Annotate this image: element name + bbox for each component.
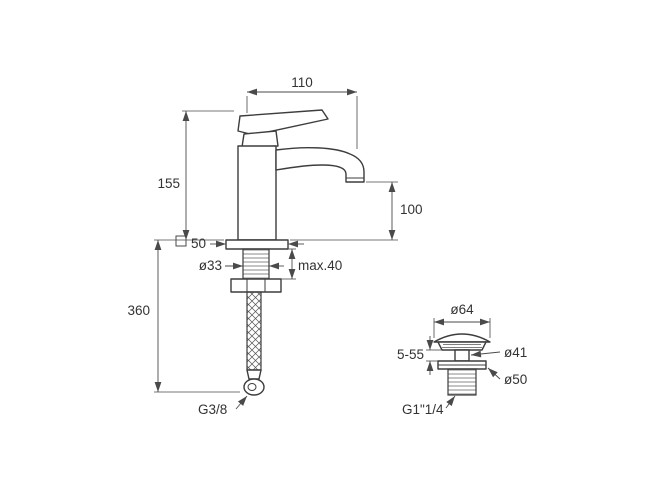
dim-label-flange-diameter: ø50 [504, 372, 527, 387]
dim-label-max-deck-thickness: max.40 [298, 258, 342, 273]
dim-waste-thread: G1"1/4 [402, 395, 456, 417]
dim-hose-length: 360 [127, 240, 240, 393]
mounting-nut [230, 278, 282, 293]
dim-label-shank-diameter: ø33 [199, 258, 222, 273]
dim-cap-diameter: ø64 [433, 302, 491, 338]
dim-label-body-height: 155 [157, 176, 180, 191]
base-plate [225, 239, 289, 250]
dim-height-adjust: 5-55 [397, 336, 442, 375]
square-symbol [175, 235, 187, 247]
dim-label-cap-diameter: ø64 [450, 302, 474, 317]
dim-label-height-adjust: 5-55 [397, 347, 424, 362]
drain-stem [454, 349, 470, 362]
dim-body-height: 155 [154, 110, 234, 241]
drain-threaded-tail [447, 368, 477, 396]
faucet-spout [275, 147, 365, 183]
faucet-neck [241, 130, 279, 148]
dim-shank-diameter: ø33 [199, 258, 284, 273]
drain-drawing [433, 333, 491, 396]
dim-aerator-height: 100 [290, 181, 423, 241]
faucet-body [237, 145, 277, 241]
dim-label-hose-length: 360 [127, 303, 150, 318]
faucet-lever [237, 109, 329, 136]
hose-end-cone [246, 369, 262, 380]
dim-label-waste-thread: G1"1/4 [402, 402, 444, 417]
dim-spout-reach: 110 [246, 75, 358, 149]
supply-hose [246, 291, 262, 371]
dim-label-upper-diameter: ø41 [504, 345, 527, 360]
dim-label-spout-reach: 110 [291, 75, 313, 90]
dim-supply-thread: G3/8 [198, 395, 248, 417]
dim-flange-diameter: ø50 [487, 367, 527, 387]
drain-cap-rim [437, 341, 487, 351]
dim-upper-diameter: ø41 [470, 345, 527, 360]
faucet-drawing [225, 109, 365, 396]
dim-base-square: 50 [175, 235, 304, 251]
dim-label-aerator-height: 100 [400, 202, 423, 217]
hose-connector-bore [247, 383, 257, 391]
drain-cap-dome [433, 333, 491, 343]
mounting-shank [242, 248, 270, 280]
dim-label-supply-thread: G3/8 [198, 402, 227, 417]
dim-max-deck-thickness: max.40 [281, 248, 342, 280]
hose-connector [243, 378, 265, 396]
dim-label-base-square: 50 [191, 236, 206, 251]
